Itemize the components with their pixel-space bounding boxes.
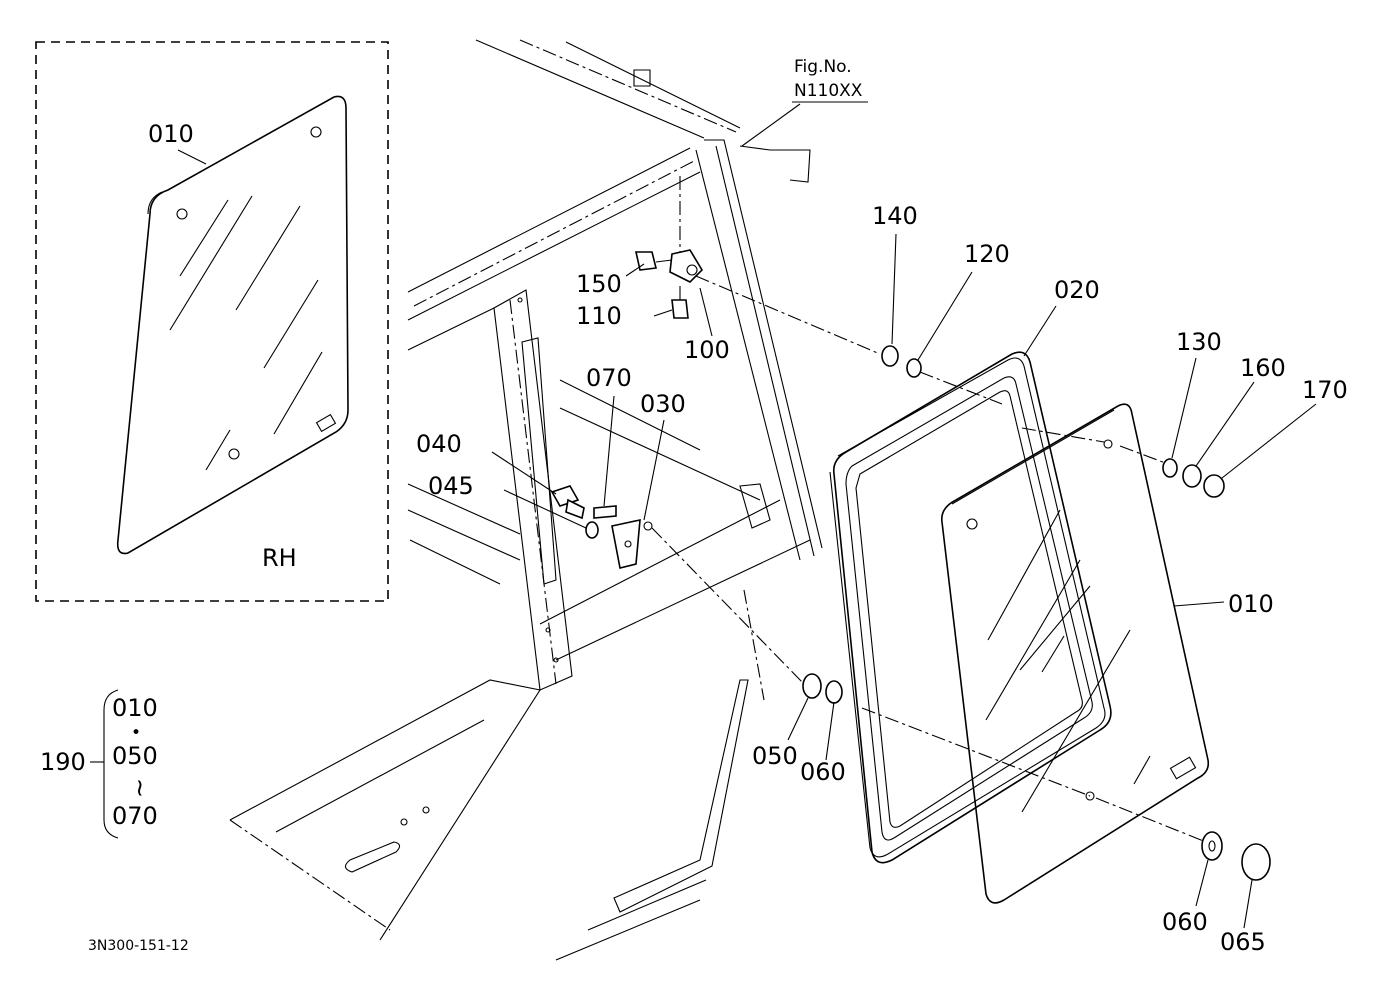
assembly-middle: 050 xyxy=(112,742,158,770)
inset-side-label: RH xyxy=(262,544,297,572)
fig-no-label: Fig.No. xyxy=(794,57,852,77)
seal-frame-020 xyxy=(829,305,1112,864)
callout-045: 045 xyxy=(428,472,474,500)
latch-assembly xyxy=(491,395,805,685)
callout-060-b: 060 xyxy=(1162,908,1208,936)
glass-panel-010 xyxy=(861,403,1225,904)
callout-140: 140 xyxy=(872,202,918,230)
callout-040: 040 xyxy=(416,430,462,458)
drawing-code: 3N300-151-12 xyxy=(88,938,189,954)
nut-set-130-160-170 xyxy=(1162,357,1317,498)
callout-010: 010 xyxy=(1228,590,1274,618)
callout-160: 160 xyxy=(1240,354,1286,382)
callout-065: 065 xyxy=(1220,928,1266,956)
assembly-dot: • xyxy=(131,723,141,743)
assembly-first: 010 xyxy=(112,694,158,722)
callout-010-inset: 010 xyxy=(148,120,194,148)
assembly-190-bracket: 190 010 • 050 ~ 070 xyxy=(40,689,158,839)
callout-050: 050 xyxy=(752,742,798,770)
fig-no-value: N110XX xyxy=(794,81,863,101)
washer-140-120 xyxy=(881,233,1003,405)
callout-130: 130 xyxy=(1176,328,1222,356)
inset-rh-panel: 010 RH xyxy=(35,41,389,602)
callout-060-a: 060 xyxy=(800,758,846,786)
callout-170: 170 xyxy=(1302,376,1348,404)
cap-060-065 xyxy=(1195,831,1271,929)
assembly-tilde: ~ xyxy=(126,778,154,798)
upper-hinge xyxy=(625,176,881,355)
callout-070: 070 xyxy=(586,364,632,392)
assembly-id: 190 xyxy=(40,748,86,776)
callout-020: 020 xyxy=(1054,276,1100,304)
callout-150: 150 xyxy=(576,270,622,298)
callout-120: 120 xyxy=(964,240,1010,268)
callout-030: 030 xyxy=(640,390,686,418)
cab-frame xyxy=(229,39,823,961)
washers-050-060 xyxy=(787,673,843,761)
fig-no-block: Fig.No. N110XX xyxy=(792,57,868,103)
callout-110: 110 xyxy=(576,302,622,330)
assembly-last: 070 xyxy=(112,802,158,830)
callout-100: 100 xyxy=(684,336,730,364)
